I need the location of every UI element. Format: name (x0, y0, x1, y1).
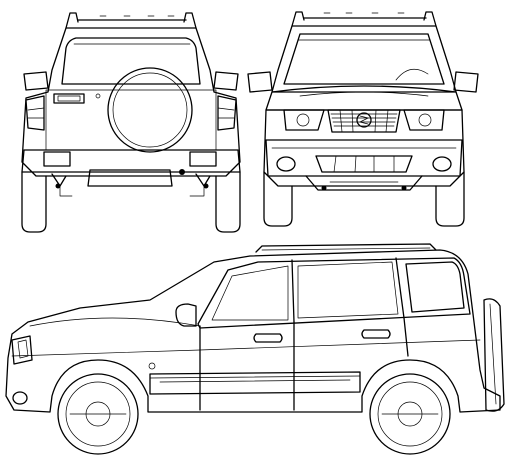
quarter-window (406, 262, 464, 312)
side-fog-light (13, 392, 27, 404)
front-roof-rack (292, 12, 436, 26)
rear-left-tire (22, 172, 46, 232)
b-pillar (292, 260, 294, 322)
side-headlight (12, 336, 32, 364)
front-door-handle (254, 334, 282, 342)
front-door-outline (200, 322, 294, 410)
side-mirror (176, 304, 196, 326)
rear-bumper (22, 150, 240, 172)
spare-tire (108, 68, 192, 152)
front-right-mirror (454, 72, 478, 92)
rear-door-handle (362, 330, 390, 338)
right-headlight (404, 110, 444, 130)
left-fog-light (277, 157, 295, 171)
rear-wheel (370, 374, 450, 454)
left-tail-light (26, 96, 44, 130)
front-door-window (212, 266, 288, 320)
rear-left-mirror (24, 72, 48, 90)
rear-window (62, 38, 200, 84)
side-roof-rack (256, 244, 436, 252)
side-view (6, 244, 504, 454)
rear-door-window (298, 262, 398, 318)
front-bumper (266, 140, 462, 176)
c-pillar (396, 258, 404, 318)
steering-wheel (396, 69, 428, 80)
side-body-outline (6, 250, 500, 412)
hood (266, 86, 462, 110)
rear-right-tire (216, 172, 240, 232)
front-right-tire (436, 172, 464, 226)
side-molding (150, 372, 360, 394)
front-view (248, 12, 478, 226)
front-left-mirror (248, 72, 272, 92)
right-fog-light (433, 157, 451, 171)
rear-view (22, 13, 240, 232)
rear-spare-tire (484, 299, 504, 411)
brand-emblem (357, 113, 371, 127)
rear-door-outline (404, 318, 408, 356)
left-headlight (284, 110, 324, 130)
rear-body-outline (22, 28, 240, 176)
rear-right-mirror (214, 72, 238, 90)
right-tail-light (218, 96, 236, 130)
front-wheel (58, 374, 138, 454)
lower-intake (316, 156, 412, 172)
rear-roof-rack (66, 13, 196, 28)
rear-exhaust (88, 170, 172, 186)
windshield (284, 34, 444, 84)
front-left-tire (264, 172, 292, 226)
rear-door-handle (54, 94, 84, 103)
side-window-frame (198, 258, 470, 328)
